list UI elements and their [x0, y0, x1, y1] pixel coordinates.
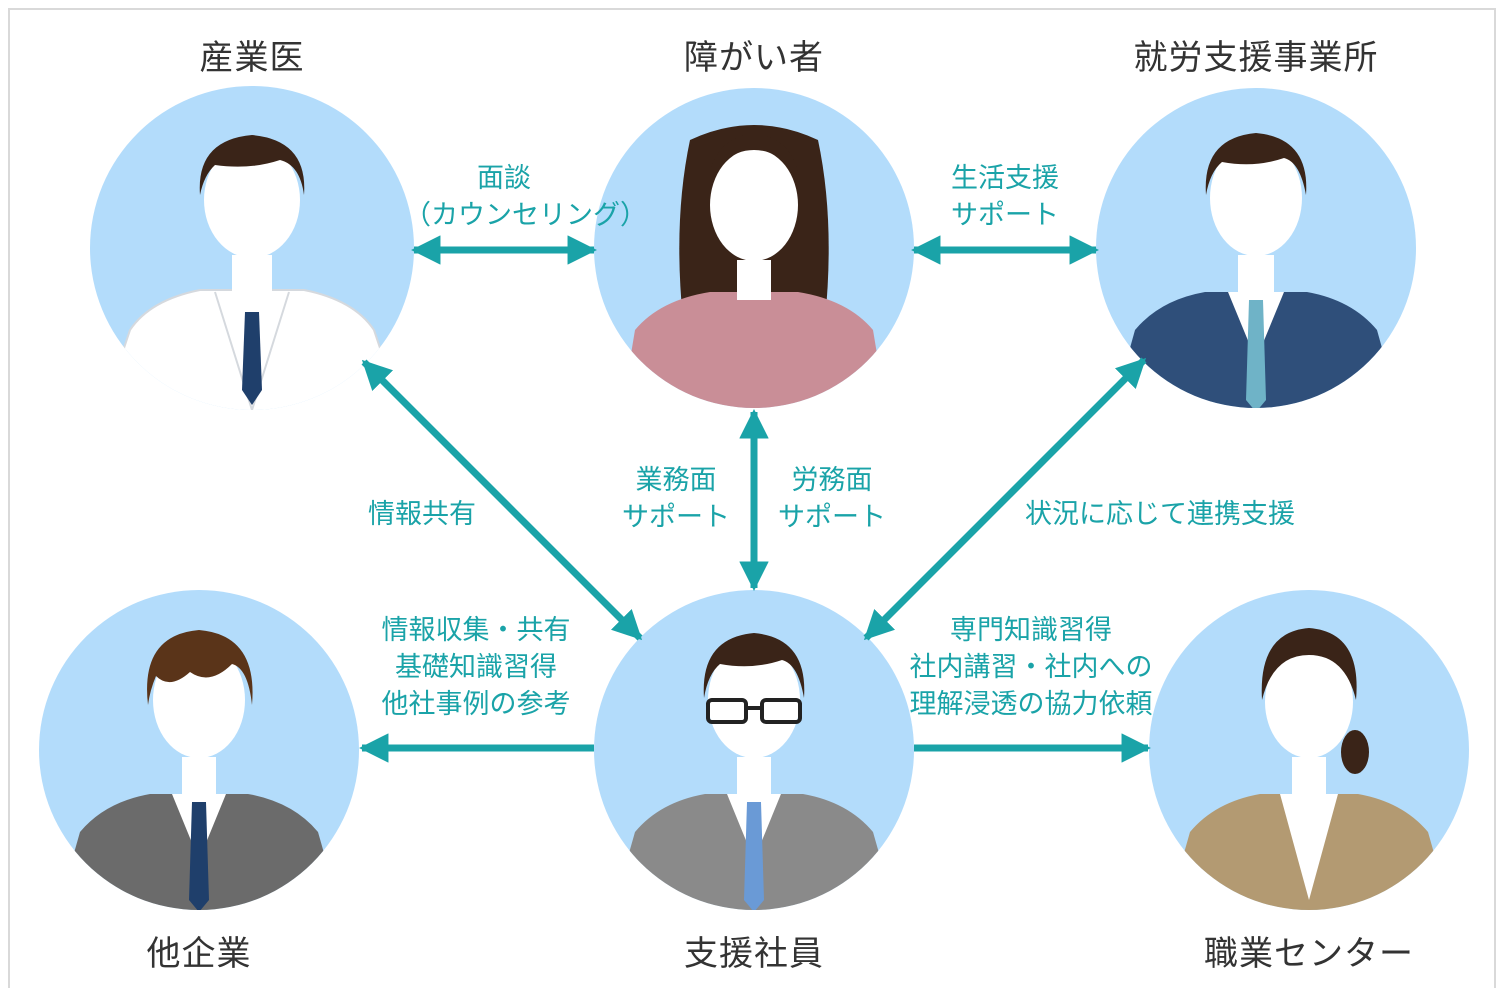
edge-label-line: （カウンセリング）	[404, 200, 647, 231]
avatar-job-center	[1149, 590, 1469, 910]
edge-label-line: サポート	[778, 502, 886, 533]
edge-label-line: 社内講習・社内への	[909, 652, 1153, 683]
avatar-support-staff	[594, 590, 914, 910]
node-title-job-center: 職業センター	[1204, 934, 1414, 974]
node-title-industrial-doctor: 産業医	[199, 38, 305, 78]
node-title-other-company: 他企業	[146, 934, 252, 974]
edge-label-line: サポート	[622, 502, 730, 533]
edge-label-line: 生活支援	[951, 163, 1059, 194]
edge-label-work-support: 業務面 サポート	[606, 462, 746, 536]
arrow-office-staff	[863, 357, 1147, 641]
avatar-disabled-person	[594, 88, 914, 408]
edge-label-line: 専門知識習得	[950, 615, 1112, 646]
node-title-disabled-person: 障がい者	[684, 38, 824, 78]
avatar-employment-support-office	[1096, 88, 1416, 408]
edge-label-info-gather: 情報収集・共有 基礎知識習得 他社事例の参考	[366, 612, 586, 723]
avatar-industrial-doctor	[90, 86, 414, 410]
arrow-doctor-staff	[361, 359, 643, 641]
edge-label-expert: 専門知識習得 社内講習・社内への 理解浸透の協力依頼	[906, 612, 1156, 723]
edge-label-coordination: 状況に応じて連携支援	[1025, 499, 1295, 530]
edge-label-line: 基礎知識習得	[395, 652, 557, 683]
edge-label-line: 他社事例の参考	[381, 689, 571, 720]
edge-label-interview: 面談 （カウンセリング）	[404, 160, 647, 234]
node-title-employment-support-office: 就労支援事業所	[1133, 38, 1379, 78]
edge-label-line: 面談	[477, 163, 531, 194]
node-title-support-staff: 支援社員	[684, 934, 824, 974]
edge-label-line: 理解浸透の協力依頼	[909, 689, 1153, 720]
edge-label-line: 労務面	[791, 465, 873, 496]
arrows	[359, 235, 1151, 763]
avatar-other-company	[39, 590, 359, 910]
edge-label-line: 業務面	[635, 465, 717, 496]
edge-label-line: 情報収集・共有	[381, 615, 571, 646]
edge-label-labor-support: 労務面 サポート	[762, 462, 902, 536]
edge-label-life-support: 生活支援 サポート	[905, 160, 1105, 234]
edge-label-info-share: 情報共有	[368, 499, 476, 530]
edge-label-line: サポート	[951, 200, 1059, 231]
diagram-frame	[8, 8, 1496, 988]
